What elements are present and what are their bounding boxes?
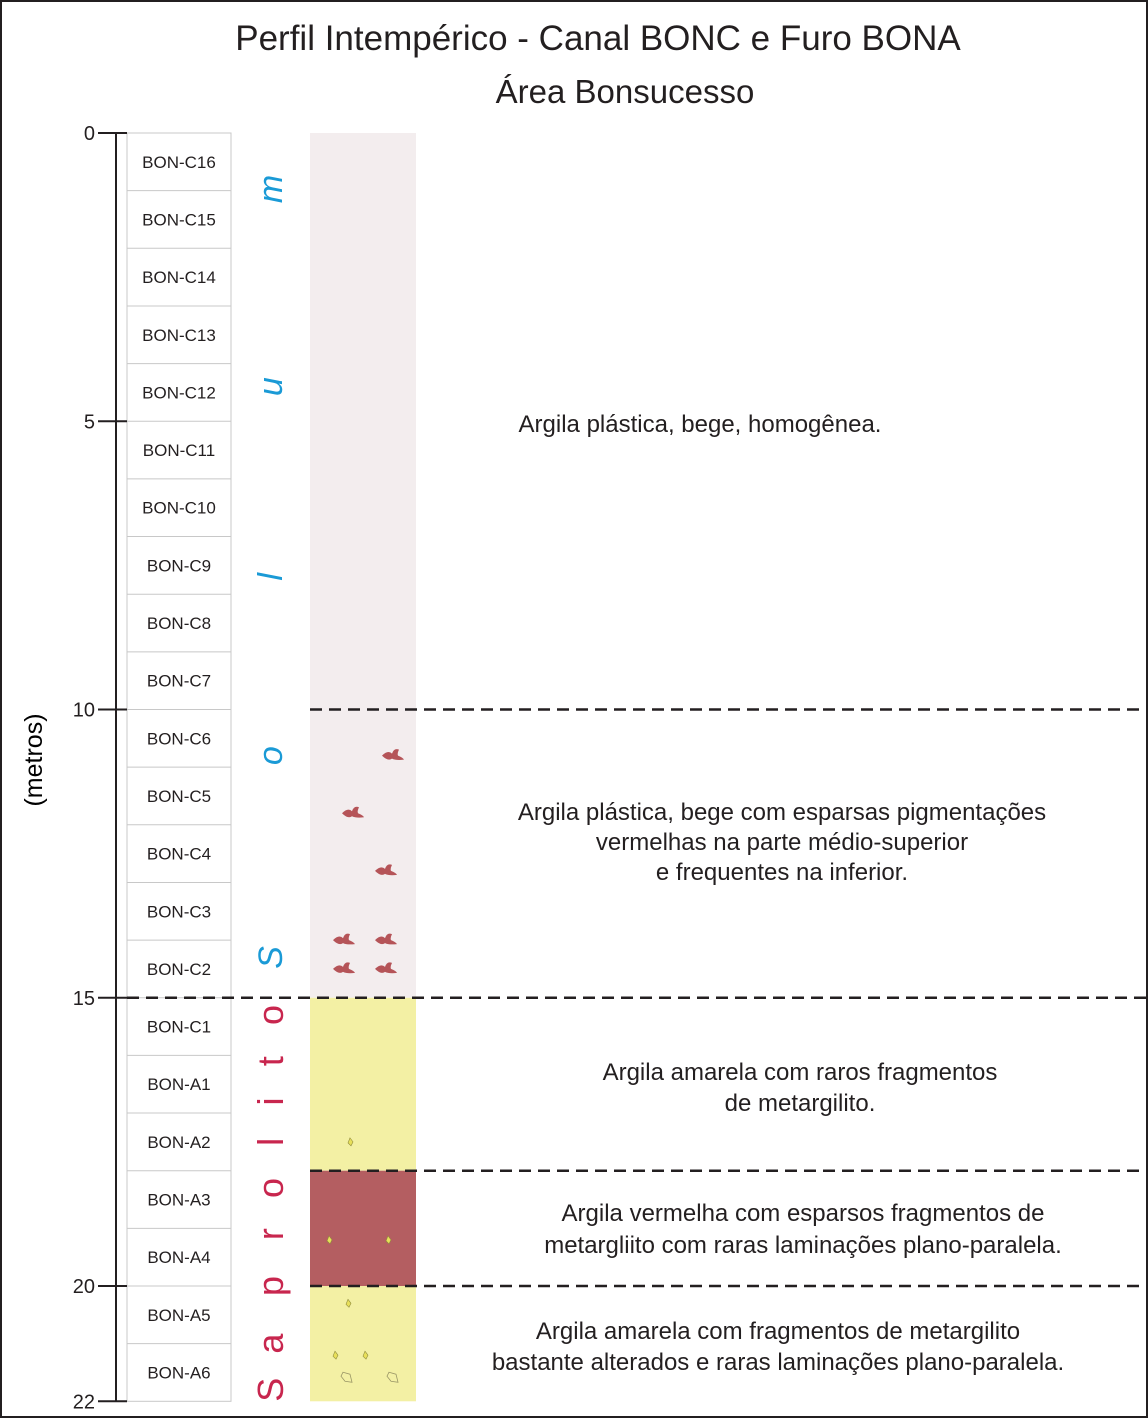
solum-letter: m — [252, 175, 290, 203]
rock-fragment-mark — [345, 1298, 352, 1308]
layer-boundaries — [127, 708, 1146, 1288]
sample-label: BON-A5 — [147, 1306, 210, 1325]
saprolito-letter: o — [250, 1005, 291, 1025]
layer-description-line: de metargilito. — [725, 1090, 876, 1117]
sample-label: BON-C4 — [147, 845, 211, 864]
layer-description-line: metargliito com raras laminações plano-p… — [544, 1232, 1062, 1259]
layer-description-line: Argila amarela com fragmentos de metargi… — [536, 1318, 1020, 1345]
layer-descriptions: Argila plástica, bege, homogênea. Argila … — [492, 411, 1064, 1376]
solum-letter: u — [252, 377, 290, 396]
rock-fragment-mark — [347, 1137, 354, 1147]
sample-label: BON-C11 — [143, 441, 215, 460]
depth-axis: (metros) 0 5 10 15 20 22 — [20, 123, 127, 1413]
saprolito-letter: l — [250, 1138, 291, 1146]
layer-fill-1 — [310, 133, 416, 710]
diagram-title: Perfil Intempérico - Canal BONC e Furo B… — [235, 19, 961, 58]
layer-fill-4 — [310, 1170, 416, 1286]
pigmentation-mark — [375, 864, 397, 876]
sample-label: BON-C3 — [147, 902, 211, 921]
layer-description-line: Argila vermelha com esparsos fragmentos … — [562, 1200, 1045, 1227]
pigmentation-mark — [382, 749, 404, 760]
saprolito-letter: S — [250, 1378, 291, 1402]
solum-letter: l — [252, 572, 290, 581]
sample-label: BON-C10 — [142, 499, 216, 518]
rock-fragment-mark — [340, 1371, 353, 1383]
sample-label: BON-C14 — [142, 268, 216, 287]
sample-label: BON-C13 — [142, 326, 216, 345]
pigmentation-mark — [333, 962, 355, 974]
sample-column: BON-C16BON-C15BON-C14BON-C13BON-C12BON-C… — [126, 132, 232, 1402]
layer-fill-5 — [310, 1286, 416, 1402]
diagram-subtitle: Área Bonsucesso — [496, 73, 755, 110]
layer-fill-3 — [310, 997, 416, 1171]
solum-letter: o — [252, 746, 290, 765]
sample-label: BON-C1 — [147, 1018, 211, 1037]
sample-label: BON-C16 — [142, 153, 216, 172]
sample-label: BON-C9 — [147, 556, 211, 575]
pigmentation-mark — [342, 806, 364, 818]
sample-label: BON-A3 — [147, 1191, 210, 1210]
sample-label: BON-C12 — [142, 383, 216, 402]
axis-tick-label: 0 — [84, 123, 95, 145]
rock-fragment-mark — [326, 1235, 333, 1245]
sample-label: BON-A4 — [147, 1248, 210, 1267]
pigmentation-mark — [375, 933, 397, 945]
saprolito-letter: o — [250, 1178, 291, 1198]
axis-title: (metros) — [20, 713, 48, 806]
axis-tick-label: 20 — [73, 1276, 95, 1298]
pigment-and-fragment-marks — [326, 749, 404, 1383]
rock-fragment-mark — [386, 1371, 399, 1383]
sample-label: BON-C7 — [147, 672, 211, 691]
sample-label: BON-A2 — [147, 1133, 210, 1152]
sample-label: BON-C5 — [147, 787, 211, 806]
axis-tick-label: 10 — [73, 700, 95, 722]
solum-letter: S — [252, 946, 290, 969]
saprolito-letter: i — [250, 1098, 291, 1106]
saprolito-letter: a — [250, 1333, 291, 1354]
lithology-column — [310, 133, 416, 1402]
layer-description-line: Argila plástica, bege com esparsas pigme… — [518, 799, 1046, 826]
sample-label: BON-C6 — [147, 729, 211, 748]
layer-description-line: vermelhas na parte médio-superior — [596, 829, 968, 856]
sample-label: BON-A1 — [147, 1075, 210, 1094]
axis-tick-label: 15 — [73, 988, 95, 1010]
layer-fill-2 — [310, 709, 416, 998]
axis-tick-label: 5 — [84, 411, 95, 433]
layer-description-line: Argila plástica, bege, homogênea. — [519, 411, 882, 438]
layer-description-line: e frequentes na inferior. — [656, 859, 908, 886]
layer-description-line: Argila amarela com raros fragmentos — [603, 1059, 998, 1086]
saprolito-letter: p — [250, 1276, 291, 1296]
sample-label: BON-C8 — [147, 614, 211, 633]
saprolito-letter: t — [250, 1056, 291, 1066]
layer-description-line: bastante alterados e raras laminações pl… — [492, 1349, 1064, 1376]
axis-tick-label: 22 — [73, 1391, 95, 1413]
sample-label: BON-C2 — [147, 960, 211, 979]
sample-label: BON-C15 — [142, 210, 216, 229]
sample-label: BON-A6 — [147, 1363, 210, 1382]
rock-fragment-mark — [385, 1235, 392, 1245]
saprolito-letter: r — [250, 1228, 291, 1240]
pigmentation-mark — [333, 933, 355, 945]
rock-fragment-mark — [362, 1350, 369, 1360]
pigmentation-mark — [375, 962, 397, 974]
rock-fragment-mark — [332, 1350, 339, 1360]
